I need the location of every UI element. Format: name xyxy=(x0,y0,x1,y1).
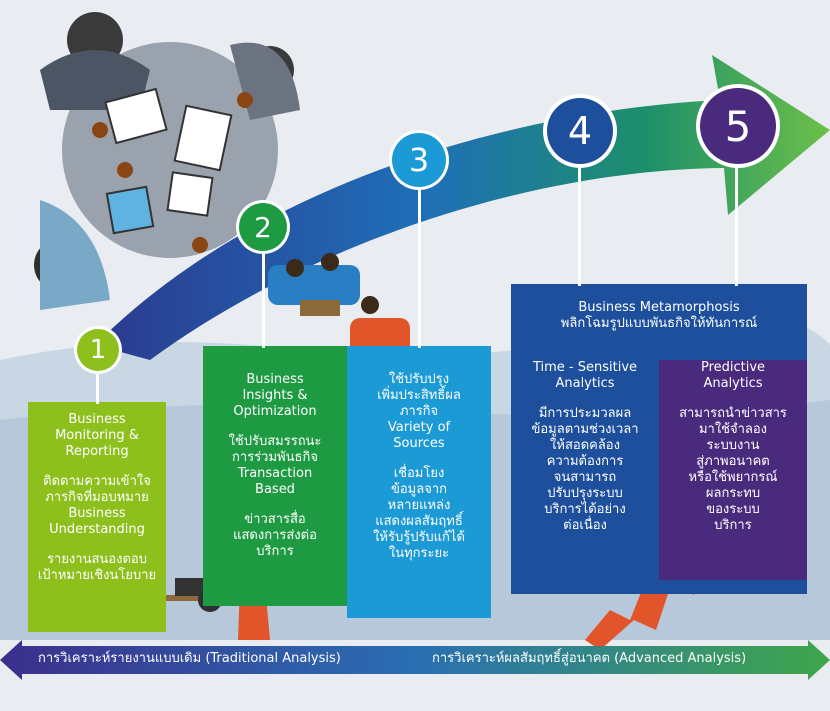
step-3-title: ใช้ปรับปรุง เพิ่มประสิทธิ์ผล ภารกิจ Vari… xyxy=(377,372,461,451)
step-2-note: ข่าวสารสื่อ แสดงการส่งต่อ บริการ xyxy=(233,512,317,559)
step-3-panel: ใช้ปรับปรุง เพิ่มประสิทธิ์ผล ภารกิจ Vari… xyxy=(347,346,491,618)
step-1-number: 1 xyxy=(77,329,119,371)
step-4-number: 4 xyxy=(547,98,613,164)
step-2-stick xyxy=(262,254,265,348)
step-4-title: Time - Sensitive Analytics xyxy=(532,360,638,391)
growth-arrow xyxy=(95,55,830,360)
step-2-title: Business Insights & Optimization xyxy=(233,372,317,419)
step-1-title: Business Monitoring & Reporting xyxy=(55,412,139,459)
step-5-panel: Predictive Analytics สามารถนำข่าวสาร มาใ… xyxy=(659,360,807,580)
step-2-number: 2 xyxy=(239,203,287,251)
step-4-panel: Time - Sensitive Analytics มีการประมวลผล… xyxy=(511,360,659,580)
meeting-illustration xyxy=(34,12,300,310)
metamorphosis-header: Business Metamorphosis พลิกโฉมรูปแบบพันธ… xyxy=(560,300,758,331)
step-3-stick xyxy=(418,186,421,348)
step-4-desc: มีการประมวลผล ข้อมูลตามช่วงเวลา ให้สอดคล… xyxy=(531,406,639,533)
step-3-desc: เชื่อมโยง ข้อมูลจาก หลายแหล่ง แสดงผลสัมฤ… xyxy=(373,466,465,561)
step-5-badge: 5 xyxy=(696,84,780,168)
step-4-stick xyxy=(578,166,581,286)
step-2-panel: Business Insights & Optimization ใช้ปรับ… xyxy=(203,346,347,606)
advanced-analysis-label: การวิเคราะห์ผลสัมฤทธิ์สู่อนาคต (Advanced… xyxy=(432,651,747,666)
step-5-title: Predictive Analytics xyxy=(700,360,766,391)
step-1-note: รายงานสนองตอบ เป้าหมายเชิงนโยบาย xyxy=(37,552,157,583)
step-3-badge: 3 xyxy=(389,130,449,190)
step-5-number: 5 xyxy=(700,88,776,164)
step-1-stick xyxy=(96,370,99,404)
step-2-badge: 2 xyxy=(236,200,290,254)
step-5-desc: สามารถนำข่าวสาร มาใช้จำลอง ระบบงาน สู่ภา… xyxy=(679,406,787,533)
step-4-badge: 4 xyxy=(543,94,617,168)
step-3-number: 3 xyxy=(392,133,446,187)
step-1-desc: ติดตามความเข้าใจ ภารกิจที่มอบหมาย Busine… xyxy=(43,474,151,537)
step-1-panel: Business Monitoring & Reporting ติดตามคว… xyxy=(28,402,166,632)
step-2-desc: ใช้ปรับสมรรถนะ การร่วมพันธกิจ Transactio… xyxy=(228,434,322,497)
step-5-stick xyxy=(735,166,738,286)
bottom-arrow-band xyxy=(0,640,830,680)
traditional-analysis-label: การวิเคราะห์รายงานแบบเดิม (Traditional A… xyxy=(38,651,341,666)
step-1-badge: 1 xyxy=(74,326,122,374)
